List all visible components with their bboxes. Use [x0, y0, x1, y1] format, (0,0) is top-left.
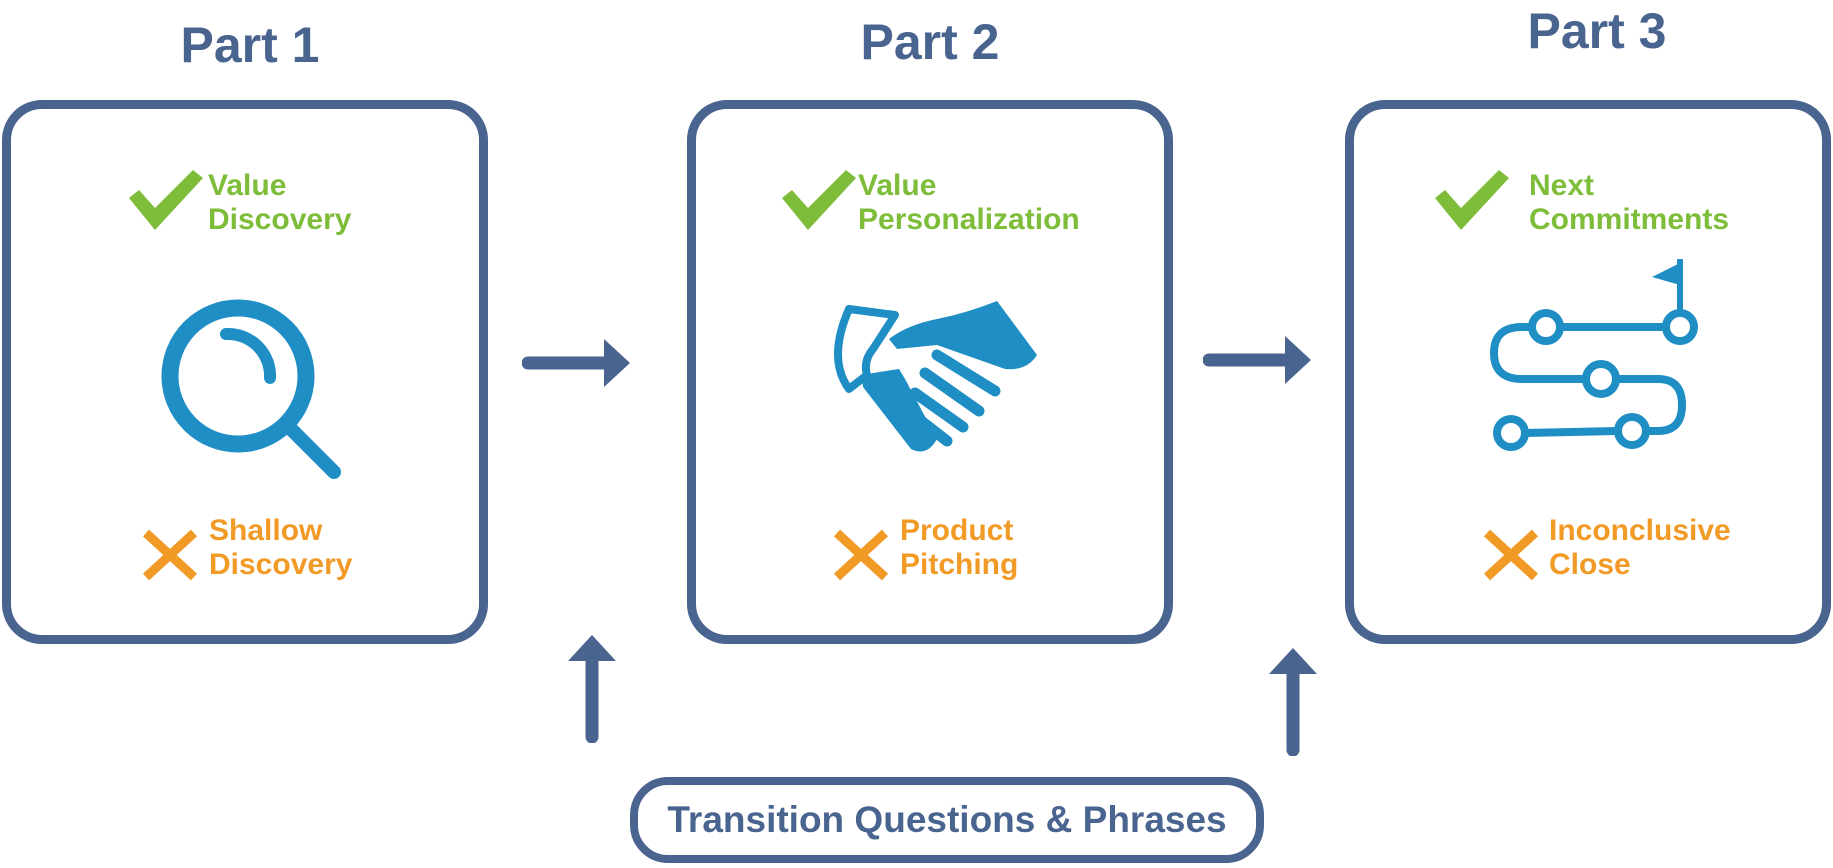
part-1-panel: Value Discovery Shallow Discovery	[2, 100, 488, 644]
check-icon	[782, 170, 856, 230]
x-icon	[1483, 529, 1539, 581]
part-3-title: Part 3	[1527, 3, 1667, 59]
check-icon	[129, 170, 203, 230]
part-3-panel: Next Commitments Inconclusive Close	[1345, 100, 1831, 644]
x-icon	[142, 529, 198, 581]
part-2-bad-outcome: Product Pitching	[900, 514, 1019, 581]
x-icon	[833, 529, 889, 581]
part-1-good-outcome: Value Discovery	[208, 169, 352, 236]
magnifying-glass-icon	[161, 299, 341, 479]
roadmap-icon	[1489, 259, 1698, 451]
part-3-bad-outcome: Inconclusive Close	[1549, 514, 1731, 581]
arrow-up-icon	[568, 635, 616, 743]
transition-box: Transition Questions & Phrases	[630, 777, 1264, 863]
part-1-title: Part 1	[180, 17, 320, 73]
part-3-good-outcome: Next Commitments	[1529, 169, 1730, 236]
part-2-title: Part 2	[860, 14, 1000, 70]
transition-label: Transition Questions & Phrases	[667, 799, 1227, 840]
part-2-good-outcome: Value Personalization	[858, 169, 1080, 236]
arrow-up-icon	[1269, 648, 1317, 756]
arrow-right-icon	[1203, 336, 1311, 384]
part-1-bad-outcome: Shallow Discovery	[209, 514, 353, 581]
check-icon	[1435, 170, 1509, 230]
part-2-panel: Value Personalization Product Pitching	[687, 100, 1173, 644]
arrow-right-icon	[522, 339, 630, 387]
handshake-icon	[834, 301, 1037, 452]
